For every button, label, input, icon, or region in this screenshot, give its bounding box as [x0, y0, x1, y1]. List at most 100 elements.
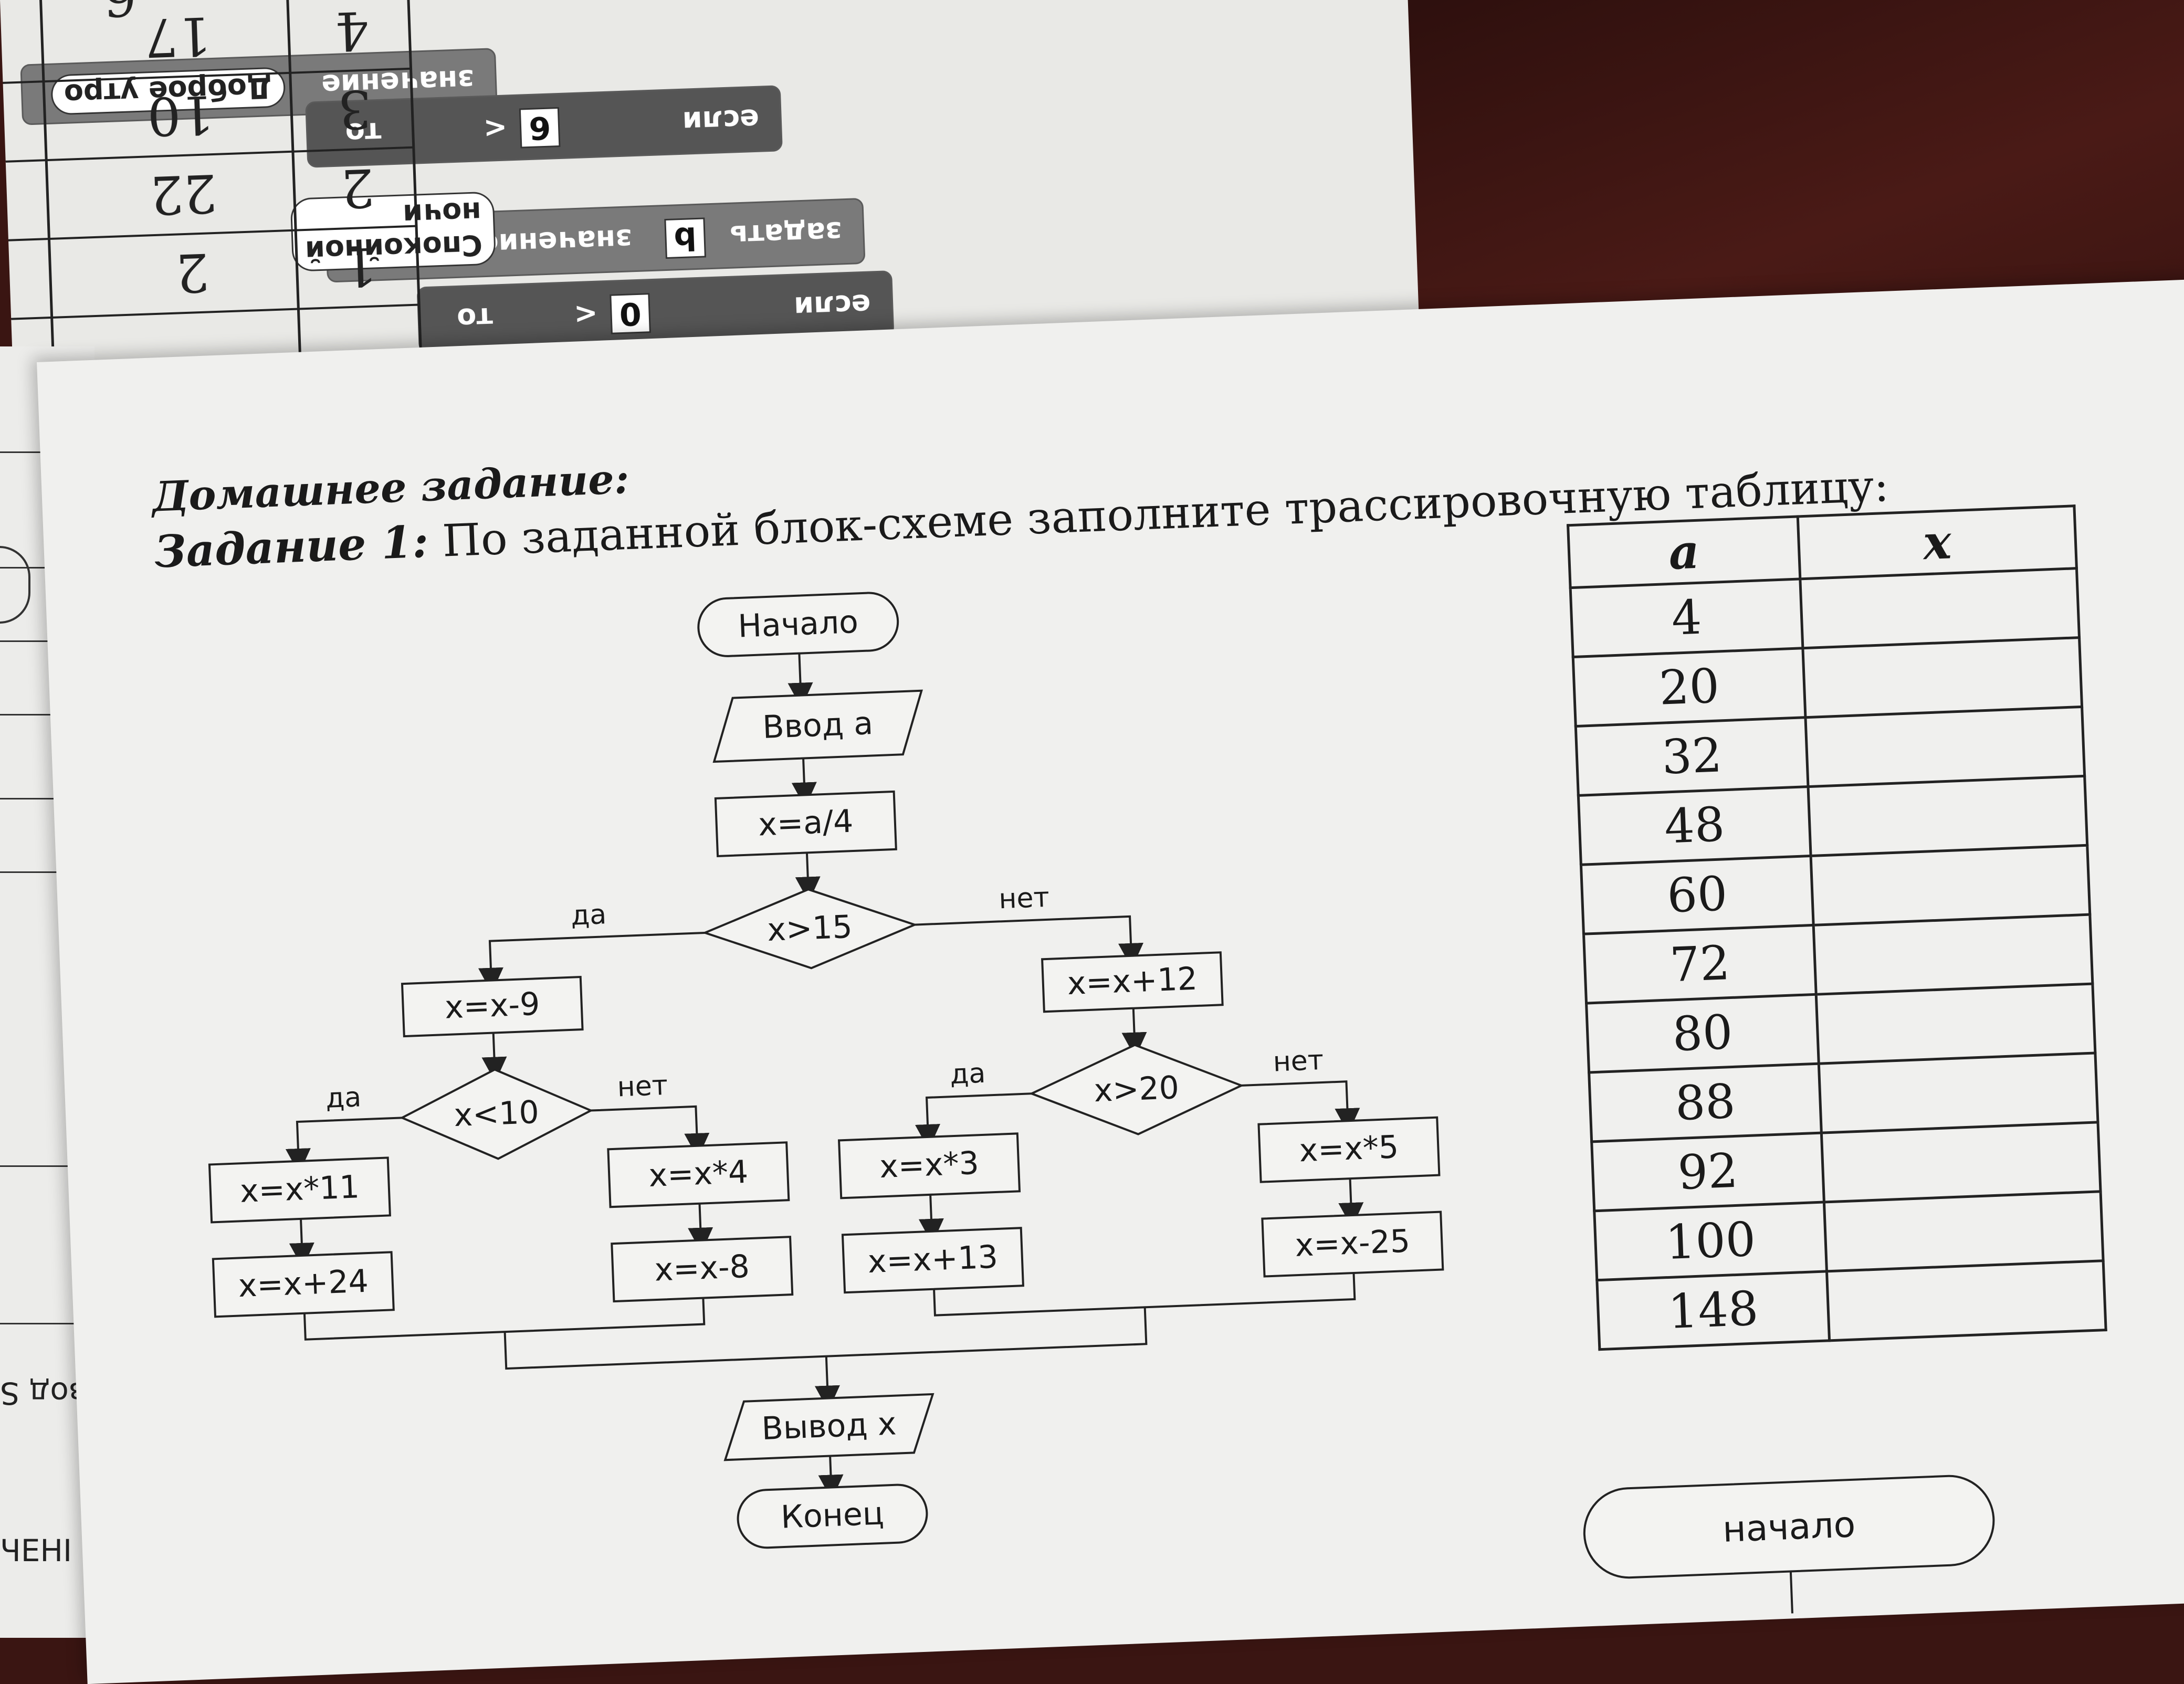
grid-number: 6 [102, 0, 138, 28]
condition-label: x<10 [453, 1094, 540, 1134]
scratch-block-label: значение [479, 223, 633, 261]
yes-label: да [949, 1058, 986, 1091]
scratch-block-label: задать [729, 215, 843, 252]
process-label: x=x*11 [239, 1169, 360, 1210]
decision-diamond [400, 1068, 594, 1160]
no-label: нет [617, 1070, 669, 1103]
scratch-block-label: если [793, 288, 872, 324]
homework-sheet: Домашнее задание: Задание 1: По заданной… [37, 278, 2184, 1684]
left-assign-box [401, 976, 584, 1038]
cell-a: 20 [1573, 648, 1805, 727]
grid-number: 2 [174, 241, 211, 304]
cell-x [1802, 637, 2082, 718]
process-box [208, 1156, 391, 1224]
cell-a: 92 [1591, 1133, 1824, 1211]
grid-line [11, 303, 421, 320]
process-box [1261, 1211, 1444, 1278]
cell-a: 100 [1594, 1202, 1827, 1280]
scratch-operator: < [573, 297, 598, 332]
cell-a: 4 [1570, 578, 1803, 657]
ruled-line [0, 1165, 94, 1167]
end-terminal [737, 1483, 928, 1549]
process-box [611, 1236, 794, 1303]
cell-x [1816, 984, 2095, 1064]
assign-label: x=a/4 [758, 803, 854, 844]
grid-number: 3 [337, 78, 373, 141]
cell-a: 80 [1586, 994, 1819, 1072]
grid-number: 10 [146, 83, 215, 148]
grid-number: 1 [342, 235, 379, 298]
start-label: Начало [737, 604, 859, 645]
input-label: Ввод a [762, 705, 874, 746]
decision-diamond [1028, 1044, 1244, 1135]
next-arrow [1789, 1571, 1793, 1614]
cell-a: 148 [1597, 1271, 1830, 1350]
process-box [607, 1141, 790, 1208]
left-assign-label: x=x-9 [444, 986, 541, 1026]
column-header-x: x [1798, 506, 2077, 579]
cell-x [1808, 776, 2087, 856]
process-label: x=x*3 [879, 1145, 980, 1185]
column-header-a: a [1568, 516, 1800, 588]
grid-number: 22 [149, 162, 218, 226]
process-box [1257, 1116, 1441, 1183]
end-label: Конец [780, 1495, 885, 1535]
fragment-text: ЧЕНІ [0, 1533, 72, 1569]
process-label: x=x*5 [1298, 1129, 1399, 1169]
cell-x [1800, 568, 2080, 648]
no-label: нет [998, 882, 1050, 915]
scratch-variable-field: b [664, 217, 706, 259]
scratch-operator: < [482, 111, 508, 145]
cell-a: 72 [1583, 925, 1816, 1004]
output-parallelogram [723, 1393, 934, 1461]
cell-a: 88 [1589, 1064, 1822, 1142]
process-label: x=x+24 [238, 1263, 369, 1304]
grid-number: 17 [143, 5, 213, 69]
cell-x [1805, 707, 2085, 787]
process-label: x=x-8 [654, 1248, 750, 1289]
grid-line [39, 0, 56, 397]
cell-a: 60 [1581, 856, 1814, 934]
scratch-number-field: 6 [519, 107, 561, 149]
process-box [212, 1251, 395, 1318]
scratch-block-label: если [681, 102, 760, 139]
ruled-line [0, 871, 94, 873]
cell-x [1824, 1191, 2104, 1271]
assign-box [714, 790, 897, 857]
scratch-block-set-bottom: задать b значение Спокойной ночи [290, 191, 866, 283]
no-label: нет [1273, 1045, 1325, 1078]
ruled-line [0, 1323, 94, 1324]
cell-x [1819, 1052, 2098, 1133]
ruled-line [0, 714, 94, 715]
cell-x [1813, 914, 2093, 995]
process-box [837, 1132, 1021, 1199]
ruled-line [0, 798, 94, 799]
scratch-block-label: то [456, 301, 494, 335]
process-label: x=x+13 [867, 1239, 999, 1280]
scratch-number-field: 0 [610, 293, 651, 334]
process-box [841, 1227, 1024, 1294]
cell-a: 48 [1578, 786, 1811, 865]
grid-number: 4 [334, 0, 370, 62]
process-label: x=x-25 [1294, 1223, 1411, 1264]
grid-number: 2 [340, 156, 375, 219]
decision-diamond [701, 888, 918, 970]
start-terminal [697, 592, 899, 657]
input-parallelogram [712, 689, 923, 763]
cell-x [1811, 845, 2090, 925]
flowchart-fragment-shape [0, 546, 30, 624]
flowchart: Начало Ввод a x=a/4 x>15 x=x-9 x<10 x=x*… [208, 592, 1995, 1614]
condition-label: x>20 [1093, 1069, 1180, 1109]
yes-label: да [570, 899, 607, 932]
scratch-string-field: Спокойной ночи [290, 191, 497, 272]
fragment-text: вод S [0, 1375, 87, 1411]
yes-label: да [325, 1081, 362, 1114]
condition-label: x>15 [766, 909, 853, 949]
trace-table: a x 4 20 32 48 60 72 80 88 92 100 148 [1567, 504, 2107, 1351]
process-label: x=x*4 [648, 1154, 749, 1194]
cell-x [1821, 1122, 2101, 1202]
right-assign-box [1041, 951, 1224, 1013]
cell-x [1826, 1260, 2106, 1341]
cell-a: 32 [1576, 717, 1809, 796]
output-label: Вывод x [761, 1405, 897, 1447]
